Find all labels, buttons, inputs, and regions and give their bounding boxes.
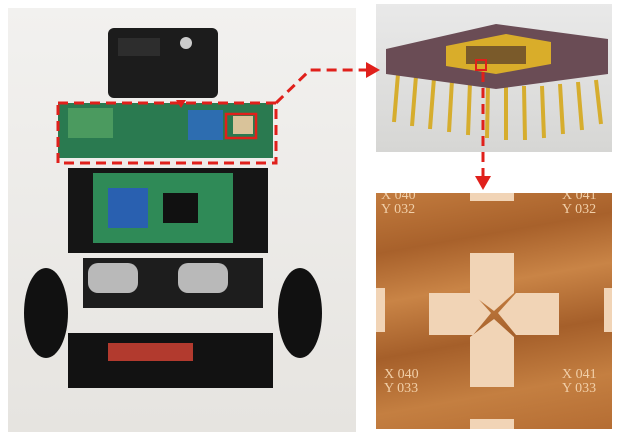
- wheel-left: [24, 268, 68, 358]
- die-highlight: [475, 59, 487, 71]
- arrowhead-down: [475, 176, 491, 190]
- robot-illustration: [24, 28, 322, 388]
- wheel-right: [278, 268, 322, 358]
- x-coord: X 041: [562, 193, 597, 203]
- x-coord: X 040: [384, 367, 419, 382]
- robot-photo: [8, 8, 356, 432]
- alignment-mark: [376, 193, 612, 429]
- y-coord: Y 032: [562, 202, 597, 217]
- chip-illustration: [386, 24, 608, 141]
- motor-left: [88, 263, 138, 293]
- x-coord: X 040: [381, 193, 416, 203]
- x-coord: X 041: [562, 367, 597, 382]
- motor-right: [178, 263, 228, 293]
- chip-photo: [376, 4, 612, 152]
- highlight-box: [56, 101, 278, 165]
- y-coord: Y 032: [381, 202, 416, 217]
- y-coord: Y 033: [562, 381, 597, 396]
- y-coord: Y 033: [384, 381, 419, 396]
